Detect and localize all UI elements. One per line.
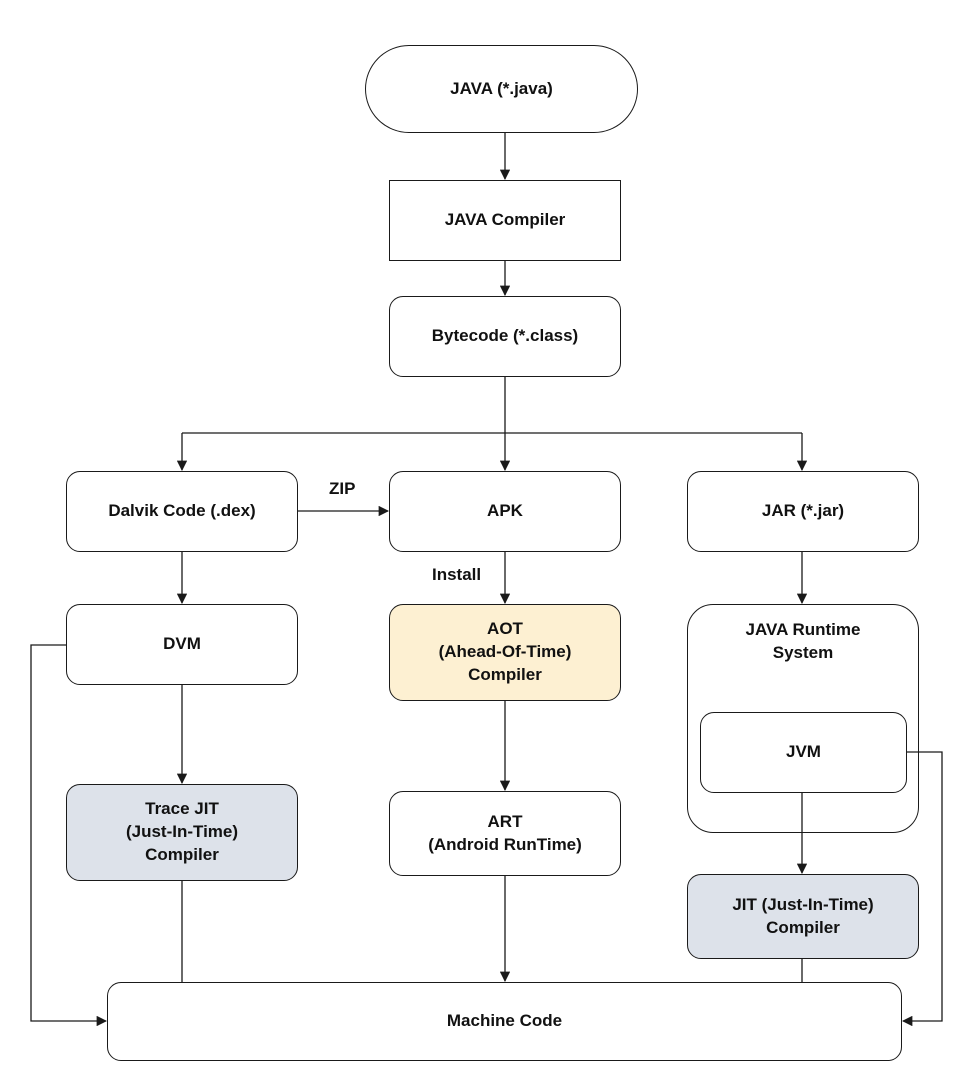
dalvik-code-node: Dalvik Code (.dex) [66, 471, 298, 552]
zip-label: ZIP [329, 479, 356, 498]
trace-jit-compiler-node: Trace JIT (Just-In-Time) Compiler [66, 784, 298, 881]
machine-code-node: Machine Code [107, 982, 902, 1061]
aot-compiler-node: AOT (Ahead-Of-Time) Compiler [389, 604, 621, 701]
bytecode-node: Bytecode (*.class) [389, 296, 621, 377]
dvm-node: DVM [66, 604, 298, 685]
jar-node: JAR (*.jar) [687, 471, 919, 552]
art-node: ART (Android RunTime) [389, 791, 621, 876]
java-source-node: JAVA (*.java) [365, 45, 638, 133]
jvm-node: JVM [700, 712, 907, 793]
java-runtime-system-container: JAVA Runtime System [687, 604, 919, 833]
apk-node: APK [389, 471, 621, 552]
install-label: Install [432, 565, 482, 584]
java-compiler-node: JAVA Compiler [389, 180, 621, 261]
jit-compiler-node: JIT (Just-In-Time) Compiler [687, 874, 919, 959]
